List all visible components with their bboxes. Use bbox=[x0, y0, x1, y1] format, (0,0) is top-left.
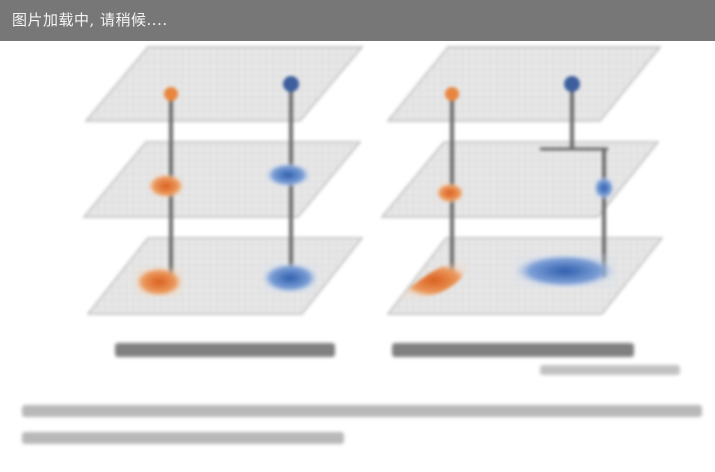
blue-region bbox=[594, 177, 614, 199]
sub-caption-row bbox=[115, 343, 680, 375]
blue-region bbox=[262, 263, 318, 293]
feature-plane bbox=[86, 237, 364, 315]
blue-region bbox=[514, 254, 616, 288]
orange-node bbox=[445, 87, 459, 101]
feature-plane bbox=[380, 141, 660, 218]
figure-caption bbox=[22, 405, 702, 444]
orange-node bbox=[164, 87, 178, 101]
caption-line-2 bbox=[22, 432, 344, 444]
feature-plane bbox=[84, 46, 364, 122]
sub-caption-a bbox=[115, 343, 335, 357]
left-diagram-panel bbox=[82, 46, 364, 315]
orange-region bbox=[436, 183, 464, 203]
figure-image bbox=[0, 41, 715, 472]
image-loading-bar: 图片加载中, 请稍候.... bbox=[0, 0, 715, 41]
feature-plane bbox=[82, 141, 362, 218]
watermark bbox=[540, 365, 680, 375]
blue-region bbox=[266, 163, 310, 187]
blue-node bbox=[283, 76, 299, 92]
loading-text: 图片加载中, 请稍候.... bbox=[12, 11, 168, 29]
orange-region bbox=[148, 174, 184, 198]
orange-region bbox=[398, 262, 470, 299]
sub-caption-b bbox=[392, 343, 634, 357]
orange-region bbox=[135, 267, 183, 297]
feature-plane bbox=[386, 46, 662, 122]
caption-line-1 bbox=[22, 405, 702, 417]
right-diagram-panel bbox=[380, 46, 664, 315]
blue-node bbox=[564, 76, 580, 92]
